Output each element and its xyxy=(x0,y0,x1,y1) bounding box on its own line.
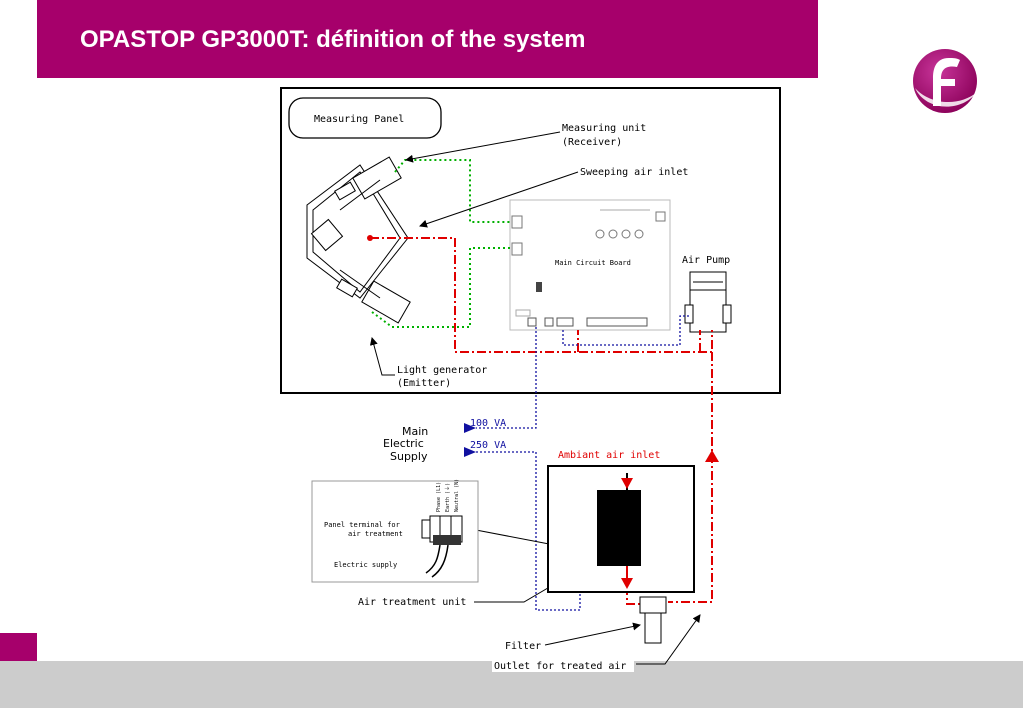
light-generator-label-line1: Light generator xyxy=(397,365,487,376)
light-path-lines xyxy=(371,159,510,328)
supply-250va-arrow-icon xyxy=(464,447,476,457)
air-treatment-core xyxy=(597,490,641,566)
terminal-neutral-label: Neutral (N) xyxy=(454,479,460,512)
terminal-phase-label: Phase (L1) xyxy=(436,482,442,512)
sweep-point xyxy=(367,235,373,241)
air-pump-label: Air Pump xyxy=(682,255,730,266)
air-treatment-unit-box xyxy=(547,465,695,593)
outlet-label: Outlet for treated air xyxy=(494,661,626,672)
panel-terminal-inset: Phase (L1) Earth (⏚) Neutral (N) Panel t… xyxy=(311,479,479,583)
page-title: OPASTOP GP3000T: définition of the syste… xyxy=(80,26,586,53)
brand-logo-icon xyxy=(913,49,977,113)
optical-heads xyxy=(306,156,411,324)
measuring-panel-label-box xyxy=(288,97,442,139)
supply-label-line2: Electric xyxy=(383,437,424,450)
terminal-earth-label: Earth (⏚) xyxy=(444,483,451,512)
supply-label-line1: Main xyxy=(402,425,428,438)
panel-terminal-label-line1: Panel terminal for xyxy=(324,521,400,529)
electric-lines xyxy=(476,315,690,611)
va-250-label: 250 VA xyxy=(470,440,506,451)
supply-label-line3: Supply xyxy=(390,450,428,463)
filter-body xyxy=(644,612,662,644)
va-100-label: 100 VA xyxy=(470,418,506,429)
filter-cap xyxy=(639,596,667,614)
outlet-label-bg xyxy=(492,659,634,672)
main-circuit-board: Main Circuit Board xyxy=(509,199,671,331)
treated-air-down-arrow-icon xyxy=(621,578,633,589)
air-treatment-unit-label: Air treatment unit xyxy=(358,597,466,608)
measuring-panel-label: Measuring Panel xyxy=(314,114,404,125)
supply-100va-arrow-icon xyxy=(464,423,476,433)
panel-terminal-label-line2: air treatment xyxy=(348,530,403,538)
air-up-arrow-icon xyxy=(705,450,719,462)
sweeping-air-inlet-label: Sweeping air inlet xyxy=(580,167,688,178)
measuring-unit-label-line1: Measuring unit xyxy=(562,123,646,134)
light-generator-label-line2: (Emitter) xyxy=(397,378,451,389)
air-pump xyxy=(684,271,732,333)
electric-supply-label: Electric supply xyxy=(334,561,397,569)
filter-label: Filter xyxy=(505,641,541,652)
title-bar xyxy=(37,0,818,78)
main-circuit-board-label: Main Circuit Board xyxy=(555,259,631,267)
ambient-air-down-arrow-icon xyxy=(621,478,633,489)
measuring-unit-label-line2: (Receiver) xyxy=(562,137,622,148)
ambient-air-inlet-label: Ambiant air inlet xyxy=(558,450,660,461)
